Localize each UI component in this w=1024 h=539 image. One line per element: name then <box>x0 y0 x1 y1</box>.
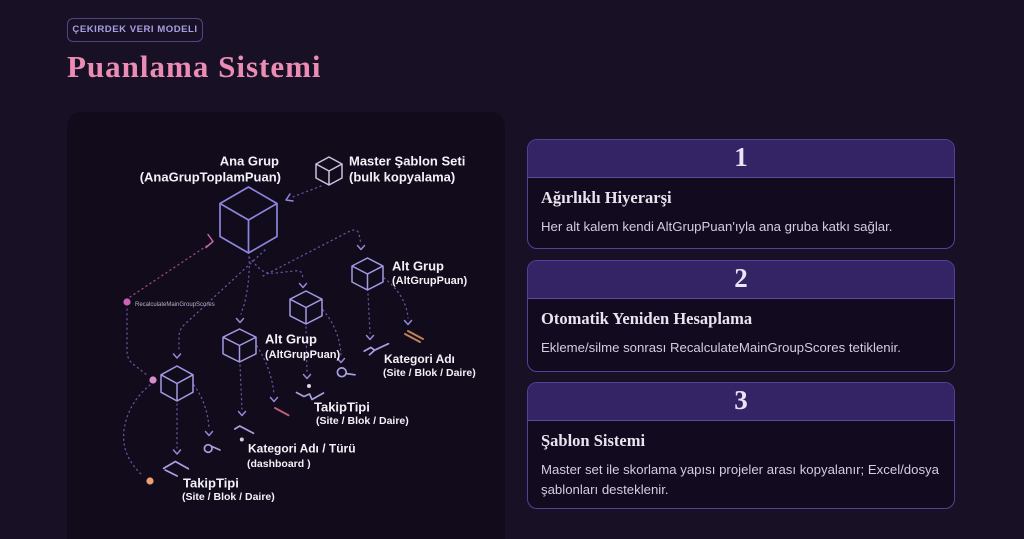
svg-text:Alt Grup: Alt Grup <box>392 259 444 274</box>
svg-text:TakipTipi: TakipTipi <box>183 476 239 491</box>
svg-text:(Site / Blok / Daire): (Site / Blok / Daire) <box>383 367 476 379</box>
svg-text:(bulk kopyalama): (bulk kopyalama) <box>349 170 455 185</box>
svg-text:Kategori Adı / Türü: Kategori Adı / Türü <box>248 442 356 456</box>
svg-text:TakipTipi: TakipTipi <box>314 400 370 415</box>
svg-text:Ana Grup: Ana Grup <box>220 154 279 169</box>
svg-text:(AnaGrupToplamPuan): (AnaGrupToplamPuan) <box>140 170 281 185</box>
svg-text:(dashboard ): (dashboard ) <box>247 458 311 470</box>
svg-text:Master Şablon Seti: Master Şablon Seti <box>349 154 465 169</box>
svg-text:Kategori Adı: Kategori Adı <box>384 352 455 366</box>
svg-text:(Site / Blok / Daire): (Site / Blok / Daire) <box>316 415 409 427</box>
svg-text:(Site / Blok / Daire): (Site / Blok / Daire) <box>182 491 275 503</box>
svg-text:(AltGrupPuan): (AltGrupPuan) <box>265 349 340 361</box>
svg-text:Alt Grup: Alt Grup <box>265 332 317 347</box>
svg-text:(AltGrupPuan): (AltGrupPuan) <box>392 275 467 287</box>
svg-text:RecalculateMainGroupScores: RecalculateMainGroupScores <box>135 302 215 308</box>
